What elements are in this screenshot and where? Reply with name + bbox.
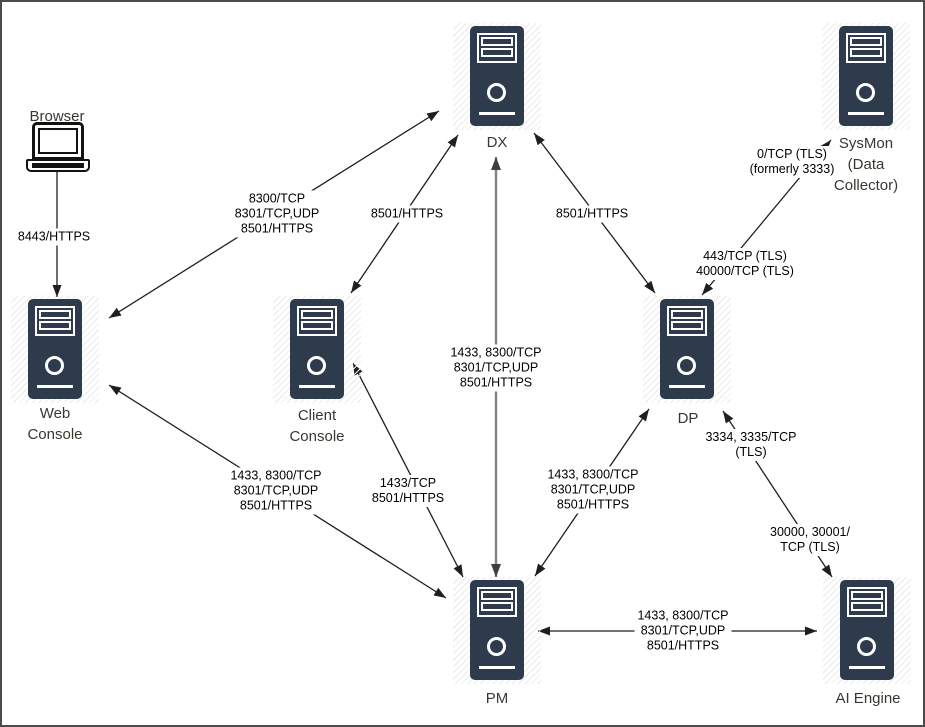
edge-label-dp-ai-lower: 30000, 30001/ TCP (TLS) — [767, 524, 853, 556]
edge-label-browser-web: 8443/HTTPS — [14, 228, 94, 246]
edge-label-dx-dp: 8501/HTTPS — [552, 205, 632, 223]
edge-label-pm-ai: 1433, 8300/TCP 8301/TCP,UDP 8501/HTTPS — [634, 607, 732, 655]
edge-label-dx-pm: 1433, 8300/TCP 8301/TCP,UDP 8501/HTTPS — [447, 344, 545, 392]
server-icon — [840, 580, 894, 680]
node-label-sysmon: SysMon (Data Collector) — [833, 135, 899, 194]
edge-client-console-pm — [352, 362, 464, 578]
node-label-pm: PM — [485, 690, 509, 707]
edge-label-web-pm: 1433, 8300/TCP 8301/TCP,UDP 8501/HTTPS — [227, 467, 325, 515]
edge-label-dp-ai-upper: 3334, 3335/TCP (TLS) — [702, 429, 800, 461]
node-label-dp: DP — [677, 410, 699, 427]
edge-label-web-dx: 8300/TCP 8301/TCP,UDP 8501/HTTPS — [231, 190, 323, 238]
node-label-web-console: Web Console — [27, 405, 83, 443]
node-label-browser: Browser — [29, 108, 85, 125]
edge-label-dp-sysmon-upper: 0/TCP (TLS) (formerly 3333) — [746, 146, 838, 178]
server-icon — [290, 299, 344, 399]
node-label-client-console: Client Console — [289, 407, 345, 445]
edge-label-client-pm: 1433/TCP 8501/HTTPS — [368, 475, 448, 507]
laptop-base — [26, 159, 90, 172]
node-label-ai-engine: AI Engine — [835, 690, 901, 707]
laptop-screen — [32, 122, 84, 160]
node-label-dx: DX — [486, 134, 508, 151]
server-icon — [28, 299, 82, 399]
edge-label-dp-pm: 1433, 8300/TCP 8301/TCP,UDP 8501/HTTPS — [544, 466, 642, 514]
edge-label-client-dx: 8501/HTTPS — [367, 205, 447, 223]
server-icon — [470, 26, 524, 126]
server-icon — [660, 299, 714, 399]
server-icon — [839, 26, 893, 126]
browser-laptop-icon — [26, 122, 90, 172]
edge-label-dp-sysmon-lower: 443/TCP (TLS) 40000/TCP (TLS) — [693, 248, 797, 280]
server-icon — [470, 580, 524, 680]
